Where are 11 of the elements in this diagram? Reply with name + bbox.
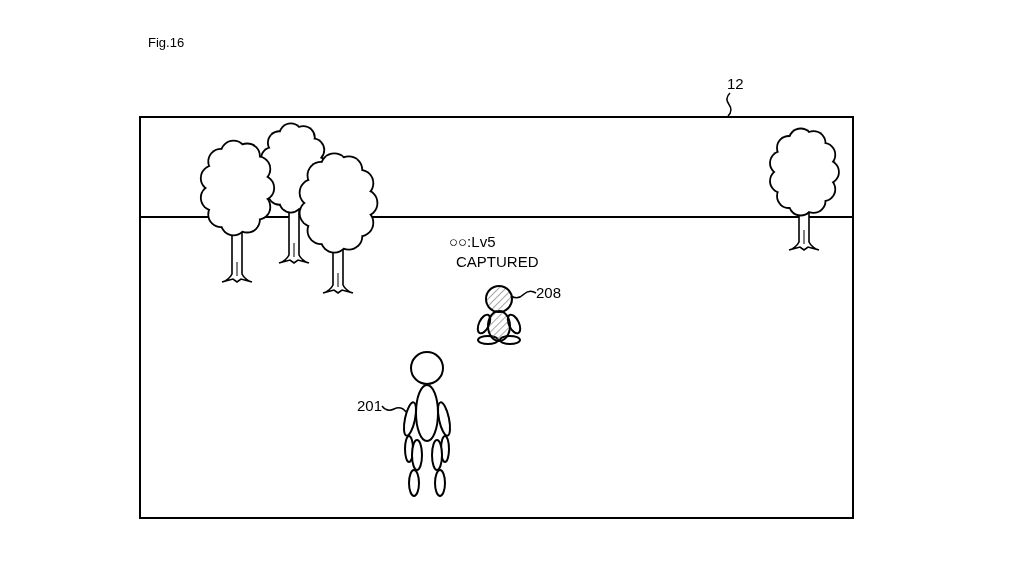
status-text: ○○:Lv5 bbox=[449, 233, 496, 251]
creature-drawing bbox=[474, 284, 524, 346]
figure-title: Fig.16 bbox=[148, 34, 185, 52]
reference-numeral: 201 bbox=[357, 397, 383, 415]
leader-line bbox=[726, 92, 732, 117]
reference-numeral: 12 bbox=[727, 75, 744, 93]
status-text: CAPTURED bbox=[456, 253, 539, 271]
leader-line bbox=[381, 405, 407, 413]
player-figure-drawing bbox=[402, 351, 452, 498]
screen-frame bbox=[139, 116, 854, 519]
reference-numeral: 208 bbox=[536, 284, 562, 302]
